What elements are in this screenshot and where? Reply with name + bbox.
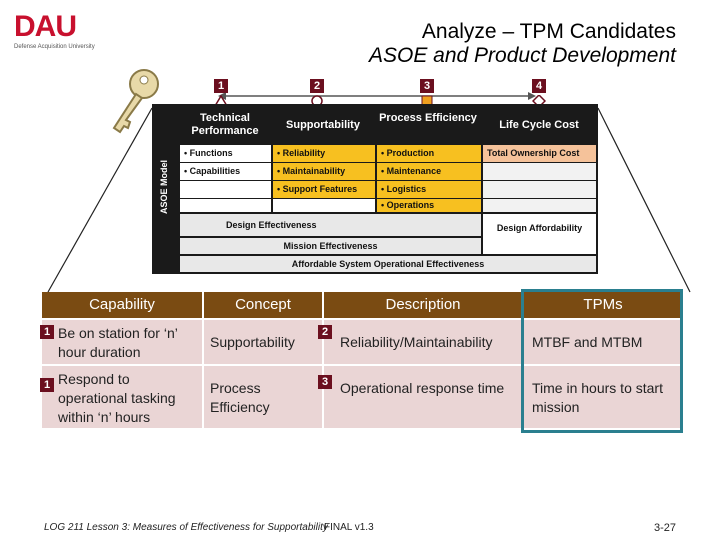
row1-capability-marker: 1: [40, 325, 54, 339]
cell-functions: • Functions: [180, 145, 271, 162]
mission-effectiveness: Mission Effectiveness: [180, 238, 481, 254]
cell-blank: [483, 181, 596, 198]
cell-total-ownership-cost: Total Ownership Cost: [483, 145, 596, 162]
row1-description: Reliability/Maintainability: [340, 334, 493, 350]
row2-capability: Respond to operational tasking within ‘n…: [58, 371, 176, 425]
row1-description-marker: 2: [318, 325, 332, 339]
asoe-side-label-wrap: ASOE Model: [154, 150, 174, 230]
cell-logistics: • Logistics: [377, 181, 481, 198]
table-cell: [204, 366, 322, 428]
dau-logo: DAU Defense Acquisition University: [14, 12, 124, 54]
table-cell: [324, 320, 522, 364]
design-effectiveness: Design Effectiveness: [180, 214, 481, 236]
header-technical-performance: Technical Performance: [191, 112, 259, 137]
cell-blank: [273, 199, 375, 212]
tpms-highlight-box: [521, 289, 683, 433]
table-header-tpms: TPMs: [524, 292, 682, 318]
cell-blank: [483, 199, 596, 212]
cell-blank: [180, 181, 271, 198]
cell-production: • Production: [377, 145, 481, 162]
row1-tpms: MTBF and MTBM: [532, 334, 643, 350]
logo-subtitle: Defense Acquisition University: [14, 44, 95, 50]
row2-tpms: Time in hours to start mission: [532, 380, 663, 415]
affordable-system-operational-effectiveness: Affordable System Operational Effectiven…: [180, 256, 596, 272]
marker-3: 3: [420, 79, 434, 93]
cell-maintainability: • Maintainability: [273, 163, 375, 180]
footer-version: FINAL v1.3: [324, 522, 374, 533]
marker-1: 1: [214, 79, 228, 93]
cell-operations: • Operations: [377, 199, 481, 212]
row2-description: Operational response time: [340, 380, 505, 396]
table-header-description: Description: [324, 292, 522, 318]
asoe-side-label: ASOE Model: [159, 160, 169, 215]
header-supportability: Supportability: [286, 119, 360, 131]
table-row: [42, 366, 202, 428]
cell-capabilities: • Capabilities: [180, 163, 271, 180]
table-cell: [324, 366, 522, 428]
slide-subtitle: ASOE and Product Development: [368, 44, 676, 67]
footer-text: LOG 211 Lesson 3: Measures of Effectiven…: [44, 522, 328, 533]
row2-capability-marker: 1: [40, 378, 54, 392]
slide-title: Analyze – TPM Candidates: [421, 20, 676, 43]
cell-maintenance: • Maintenance: [377, 163, 481, 180]
cell-support-features: • Support Features: [273, 181, 375, 198]
key-icon: [112, 69, 159, 134]
marker-2: 2: [310, 79, 324, 93]
table-header-capability: Capability: [42, 292, 202, 318]
page-number: 3-27: [654, 522, 677, 534]
row2-description-marker: 3: [318, 375, 332, 389]
cell-blank: [180, 199, 271, 212]
cell-reliability: • Reliability: [273, 145, 375, 162]
row1-concept: Supportability: [210, 334, 295, 350]
cell-blank: [483, 163, 596, 180]
table-cell: [524, 366, 682, 428]
header-life-cycle-cost: Life Cycle Cost: [499, 119, 579, 131]
table-row: [42, 320, 202, 364]
table-cell: [204, 320, 322, 364]
table-header-concept: Concept: [204, 292, 322, 318]
design-affordability: Design Affordability: [483, 214, 596, 254]
perspective-lines: [47, 92, 691, 293]
row1-capability: Be on station for ‘n’ hour duration: [58, 325, 178, 360]
header-process-efficiency: Process Efficiency: [379, 112, 477, 124]
table-cell: [524, 320, 682, 364]
marker-4: 4: [532, 79, 546, 93]
row2-concept: Process Efficiency: [210, 380, 270, 415]
logo-text: DAU: [14, 10, 77, 43]
